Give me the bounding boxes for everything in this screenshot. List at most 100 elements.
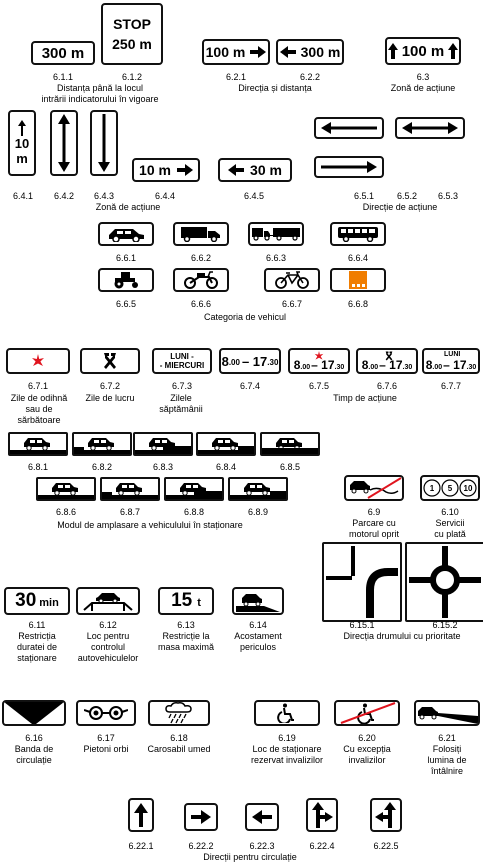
sign-6-1-2-top: STOP [113,16,151,32]
parked-car-icon [102,483,158,499]
caption-6-21-line1: Folosiți [432,744,462,754]
sign-6-18 [148,700,210,726]
time-end-min: .30 [334,363,345,371]
sign-6-5-2 [395,117,465,139]
number-6-16: 6.16 [25,733,43,743]
double-arrow-vertical-icon [58,114,70,172]
sign-6-11-unit: min [39,597,59,609]
number-6-22-1: 6.22.1 [128,841,154,851]
caption-6-21-line3: întâlnire [430,766,464,776]
caption-6-6: Categoria de vehicul [203,312,287,322]
svg-text:1: 1 [430,484,435,493]
sign-6-7-2 [80,348,140,374]
sign-6-16 [2,700,66,726]
caption-6-12-line3: autovehiculelor [77,653,139,663]
sign-6-1-2: STOP 250 m [101,3,163,65]
sign-6-15-1 [322,542,402,622]
number-6-13: 6.13 [177,620,195,630]
number-6-4-1: 6.4.1 [12,191,34,201]
sign-6-2-2: 300 m [276,39,344,65]
arrow-down-icon [98,114,110,172]
svg-text:10: 10 [464,484,473,493]
sign-6-7-1 [6,348,70,374]
number-6-20: 6.20 [358,733,376,743]
caption-6-7-1: Zile de odihnă sau de sărbătoare [4,393,74,426]
number-6-22-5: 6.22.5 [373,841,399,851]
number-6-8-2: 6.8.2 [91,462,113,472]
parked-car-icon [262,438,318,454]
trailer-truck-icon [252,228,300,241]
time-start-min: .00 [368,363,379,371]
arrow-up-right-icon [312,802,333,828]
sign-6-4-3 [90,110,118,176]
number-6-8-6: 6.8.6 [55,507,77,517]
caption-6-12: Loc pentru controlul autovehiculelor [72,631,144,664]
sign-6-4-4: 10 m [132,158,200,182]
sign-6-22-1 [128,798,154,832]
caption-6-9: Parcare cu motorul oprit [334,518,414,540]
sign-6-11: 30 min [4,587,70,615]
sign-6-6-3 [248,222,304,246]
sign-6-8-4 [196,432,256,456]
sign-6-3: 100 m [385,37,461,65]
sign-6-7-3-line2: - MIERCURI [159,361,205,370]
sign-6-8-8 [164,477,224,501]
number-6-7-2: 6.7.2 [99,381,121,391]
truck-icon [181,227,220,242]
sign-6-9 [344,475,404,501]
caption-6-8: Modul de amplasare a vehiculului în staț… [57,520,243,530]
caption-6-21: Folosiți lumina de întâlnire [412,744,482,777]
arrow-right-icon [250,46,267,58]
sign-6-12 [76,587,140,615]
number-6-11: 6.11 [28,620,46,630]
number-6-6-3: 6.6.3 [265,253,287,263]
sign-6-8-9 [228,477,288,501]
parked-car-icon [198,438,254,454]
except-disabled-icon [340,702,396,724]
blind-pedestrians-icon [84,706,128,720]
sign-6-11-value: 30 [15,590,37,611]
sign-6-1-1-text: 300 m [41,44,85,62]
caption-6-5: Direcție de acțiune [362,202,438,212]
caption-6-7-1-line1: Zile de odihnă [10,393,68,403]
parked-car-icon [166,483,222,499]
number-6-4-5: 6.4.5 [243,191,265,201]
caption-6-20-line1: Cu excepția [343,744,391,754]
dipped-headlights-icon [418,707,478,724]
caption-6-22: Direcții pentru circulație [203,852,297,862]
sign-6-21 [414,700,480,726]
number-6-7-5: 6.7.5 [308,381,330,391]
time-start-hour: 8 [425,358,433,372]
bicycle-icon [275,271,309,289]
sign-6-7-7: LUNI 8 .00 – 17 .30 [422,348,480,374]
double-arrow-horizontal-icon [402,122,458,134]
caption-6-9-line1: Parcare cu [352,518,396,528]
number-6-8-1: 6.8.1 [27,462,49,472]
sign-6-8-7 [100,477,160,501]
priority-road-curve-icon [326,546,398,618]
sign-6-4-1-value: 10 [14,136,30,151]
sign-6-8-5 [260,432,320,456]
caption-6-11-line2: duratei de [16,642,58,652]
sign-6-22-2 [184,803,218,831]
number-6-8-5: 6.8.5 [279,462,301,472]
sign-6-22-3 [245,803,279,831]
number-6-17: 6.17 [97,733,115,743]
number-6-8-9: 6.8.9 [247,507,269,517]
caption-6-14-line2: periculos [239,642,277,652]
number-6-7-1: 6.7.1 [27,381,49,391]
time-start-min: .00 [228,358,240,367]
crossed-hammers-icon [385,351,393,361]
caption-6-16: Banda de circulație [2,744,66,766]
caption-6-21-line2: lumina de [427,755,467,765]
caption-6-18: Carosabil umed [147,744,211,754]
number-6-22-2: 6.22.2 [188,841,214,851]
time-end-hour: – 17 [379,358,403,372]
parked-car-icon [38,483,94,499]
sign-6-5-1 [314,117,384,139]
caption-6-3: Zonă de acțiune [390,83,456,93]
parked-car-icon [74,438,130,454]
number-6-5-2: 6.5.2 [396,191,418,201]
arrow-left-icon [279,46,296,58]
